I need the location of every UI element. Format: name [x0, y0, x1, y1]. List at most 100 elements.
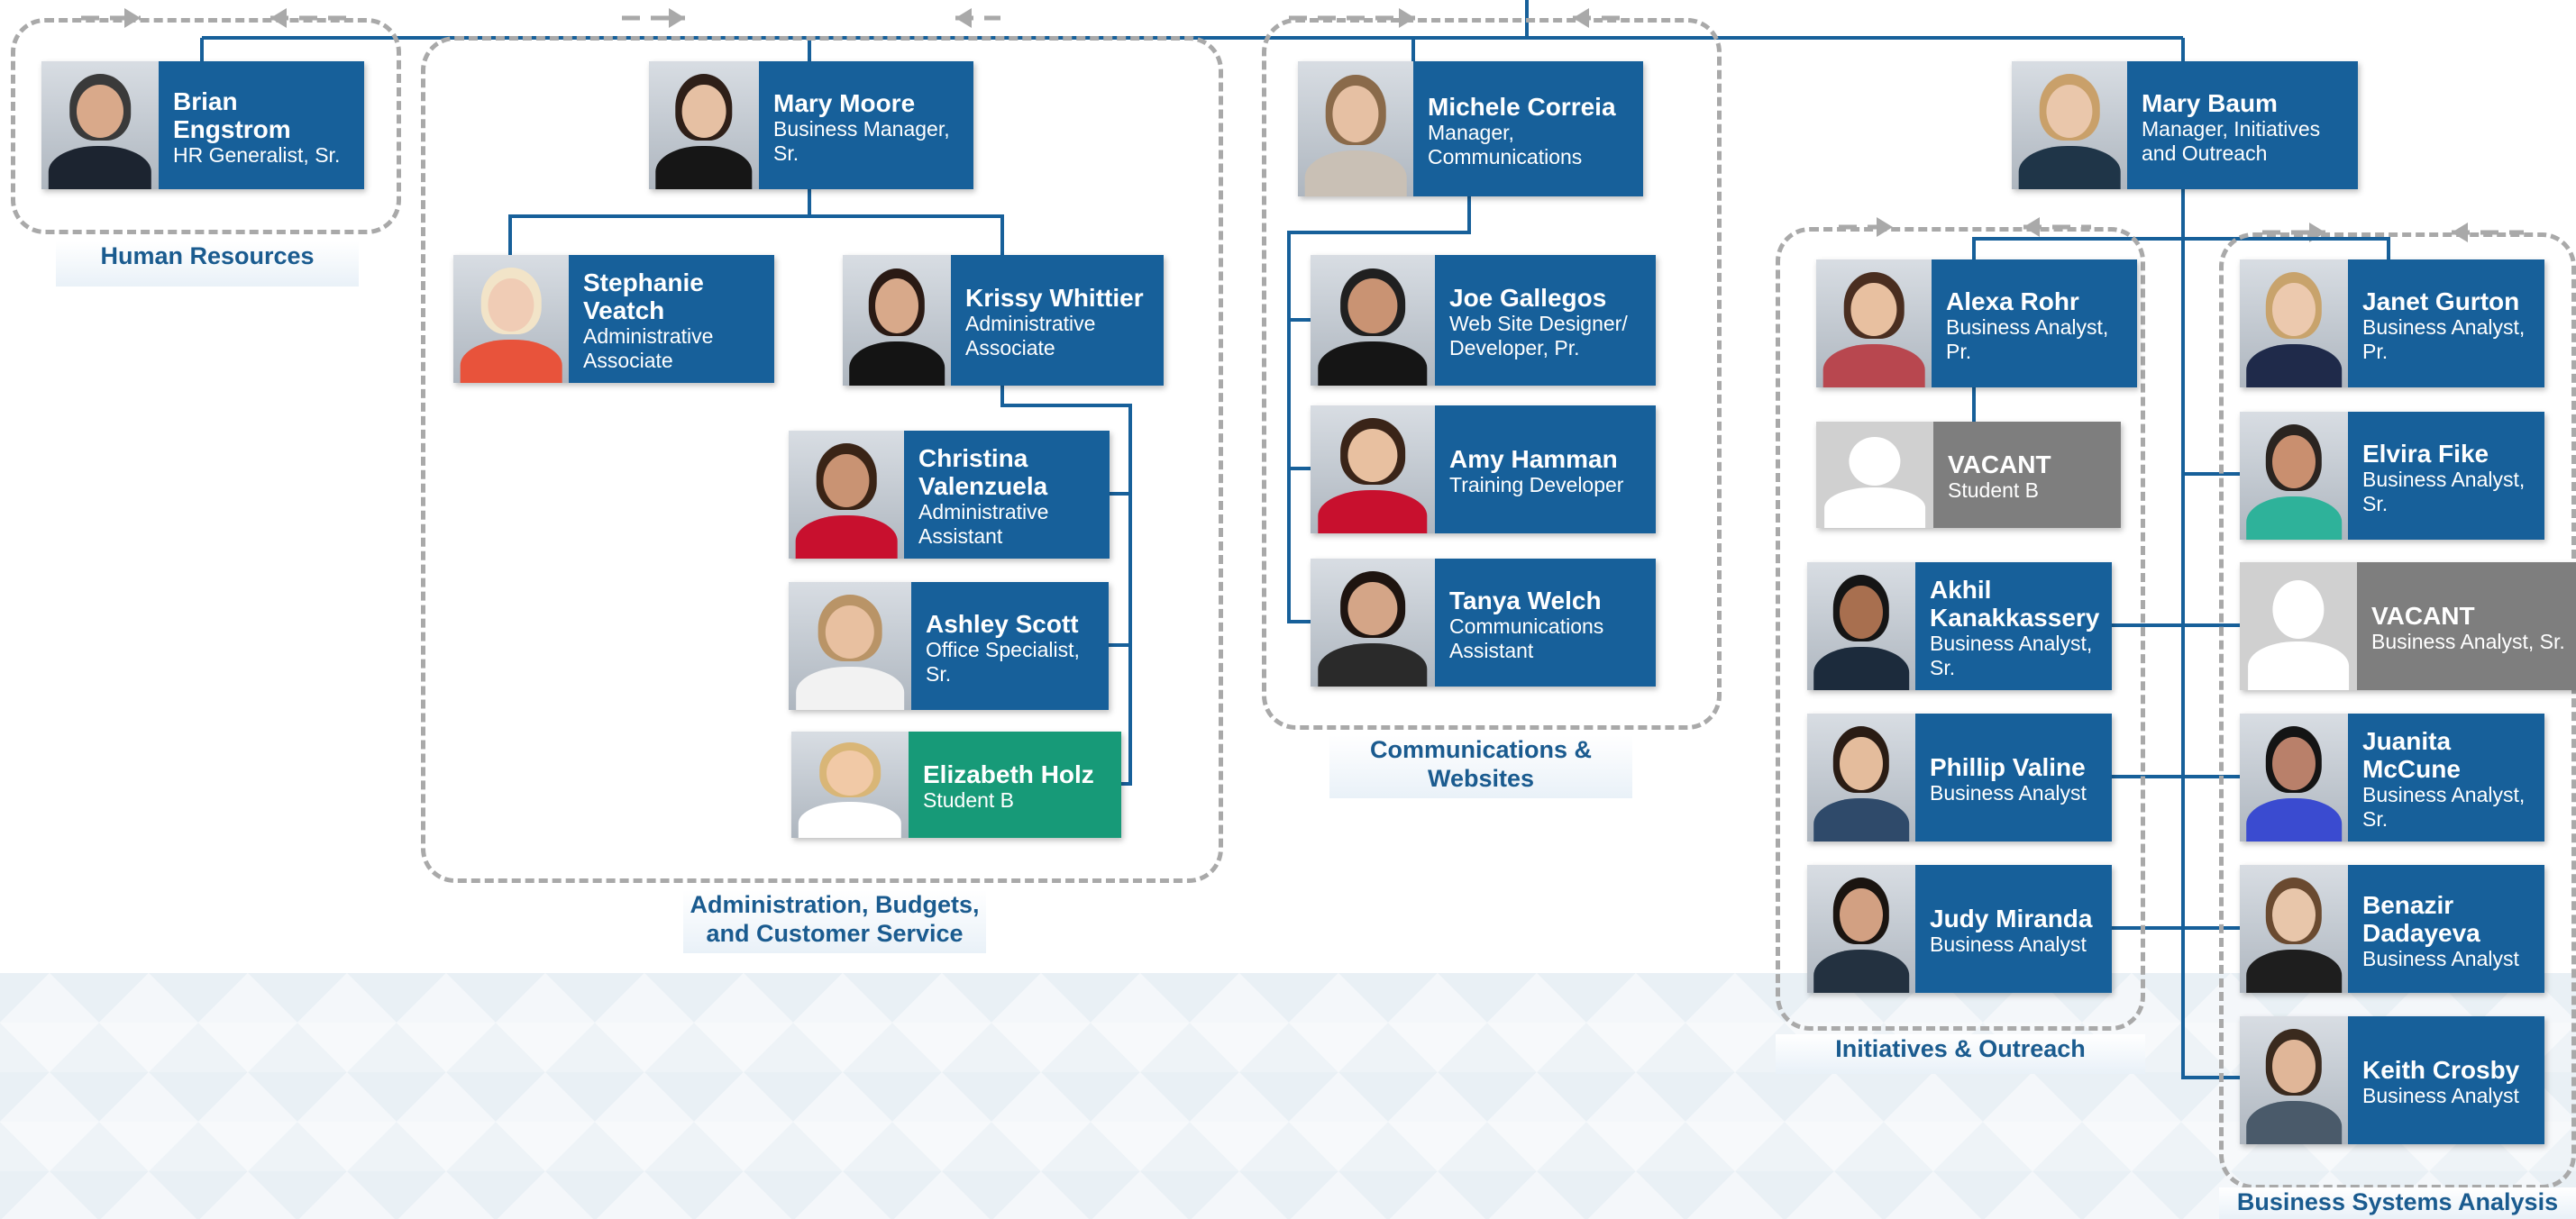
photo-body [48, 145, 152, 189]
person-name: Mary Baum [2142, 88, 2278, 117]
pattern-triangle [1537, 1023, 1636, 1072]
pattern-triangle [1140, 1122, 1239, 1171]
pattern-triangle [644, 973, 744, 1023]
photo-body [1813, 646, 1909, 690]
pattern-triangle [1588, 1171, 1684, 1219]
pattern-triangle [1438, 1171, 1537, 1219]
pattern-triangle [149, 1171, 248, 1219]
pattern-triangle [694, 1023, 793, 1072]
background-triangle-pattern [0, 973, 2576, 1219]
person-photo [1298, 61, 1413, 196]
pattern-triangle [1586, 1072, 1685, 1122]
person-name: Mary Moore [773, 88, 916, 117]
pattern-triangle [1685, 973, 1785, 1023]
pattern-triangle [1041, 1171, 1140, 1219]
pattern-triangle [694, 1122, 793, 1171]
pattern-triangle [1487, 1072, 1586, 1122]
pattern-triangle [892, 1023, 991, 1072]
photo-face [1347, 581, 1398, 636]
pattern-triangle [1041, 1072, 1140, 1122]
photo-body [2246, 496, 2342, 540]
pattern-triangle [1785, 1072, 1884, 1122]
pattern-triangle [545, 973, 644, 1023]
pattern-triangle [446, 1122, 545, 1171]
person-title: Business Analyst [2362, 946, 2519, 970]
pattern-triangle [1338, 973, 1438, 1023]
person-name: Michele Correia [1428, 92, 1616, 121]
vacant-person-icon [2240, 562, 2357, 690]
person-photo [789, 431, 904, 559]
pattern-triangle [446, 1171, 545, 1219]
photo-face [2272, 579, 2325, 640]
person-name: Akhil Kanakkassery [1930, 576, 2100, 632]
pattern-triangle [2032, 1072, 2132, 1122]
pattern-triangle [942, 1122, 1041, 1171]
pattern-triangle [744, 1023, 843, 1072]
pattern-triangle [1636, 1171, 1735, 1219]
group-frame-init [1776, 227, 2145, 1031]
pattern-triangle [991, 1122, 1091, 1171]
person-photo [2240, 1016, 2348, 1144]
pattern-triangle [347, 1122, 446, 1171]
person-title: Web Site Designer/ Developer, Pr. [1449, 312, 1628, 359]
pattern-triangle [1636, 1072, 1735, 1122]
pattern-triangle [248, 1171, 347, 1219]
pattern-triangle [297, 1072, 397, 1122]
pattern-triangle [644, 1171, 744, 1219]
photo-face [2272, 282, 2316, 337]
pattern-triangle [50, 1023, 149, 1072]
pattern-triangle [1091, 973, 1190, 1023]
pattern-triangle [545, 1122, 644, 1171]
pattern-triangle [2032, 1171, 2132, 1219]
pattern-triangle [744, 1122, 843, 1171]
pattern-triangle [894, 1171, 990, 1219]
pattern-triangle [892, 973, 991, 1023]
photo-body [795, 514, 898, 559]
pattern-triangle [2280, 973, 2380, 1023]
pattern-triangle [1140, 973, 1239, 1023]
person-name: Elvira Fike [2362, 439, 2489, 468]
pattern-triangle [1091, 1023, 1190, 1072]
photo-body [2246, 1100, 2342, 1144]
pattern-triangle [248, 1023, 347, 1072]
pattern-triangle [0, 973, 99, 1023]
photo-face [1849, 436, 1901, 486]
photo-body [655, 145, 753, 189]
pattern-triangle [1884, 1122, 1983, 1171]
pattern-triangle [793, 973, 892, 1023]
photo-face [1347, 278, 1398, 333]
person-photo [791, 732, 909, 838]
pattern-triangle [248, 1122, 347, 1171]
